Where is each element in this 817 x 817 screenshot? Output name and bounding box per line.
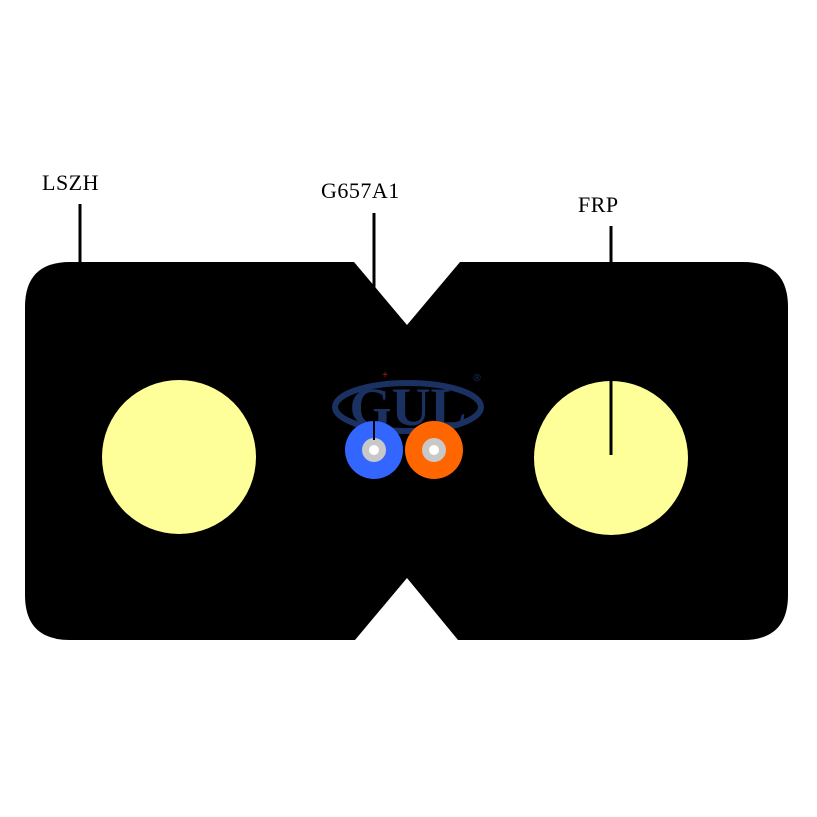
fiber-orange <box>405 421 463 479</box>
label-lszh: LSZH <box>42 170 99 195</box>
watermark-crosshair-icon: + <box>382 370 388 381</box>
label-g657a1: G657A1 <box>321 178 400 203</box>
fiber-blue <box>345 421 403 479</box>
label-frp: FRP <box>578 192 619 217</box>
frp-strength-member-left <box>102 380 256 534</box>
frp-strength-member-right <box>534 381 688 535</box>
watermark-registered-mark: ® <box>473 373 481 384</box>
